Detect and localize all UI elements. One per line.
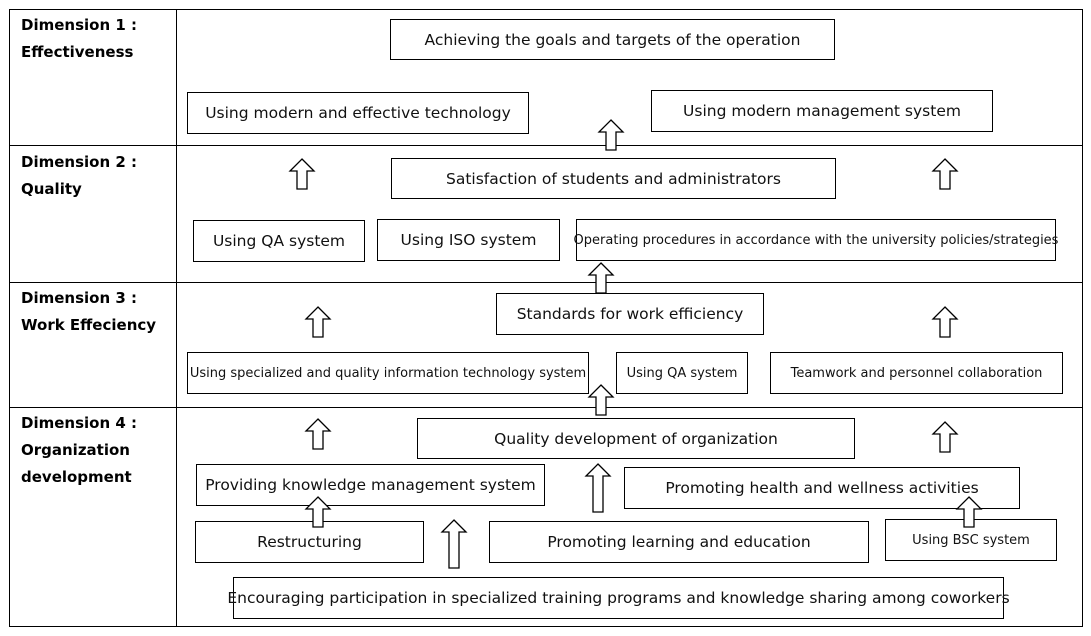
university-policies-box: Operating procedures in accordance with … [574,219,1058,261]
achieving-goals-box: Achieving the goals and targets of the o… [390,19,835,60]
table-border-right [1082,9,1083,627]
teamwork-box: Teamwork and personnel collaboration [770,352,1063,394]
up-arrow-icon [931,306,959,338]
dimension-name: Quality [21,180,82,198]
modern-management-box: Using modern management system [651,90,993,132]
dimension-title: Dimension 2 : [21,153,138,171]
up-arrow-icon [304,306,332,338]
row-divider-2 [9,282,1083,283]
quality-development-box: Quality development of organization [417,418,855,459]
dimension-name: Work Effeciency [21,316,157,334]
dimension-2-label: Dimension 2 : Quality [21,149,137,203]
dimension-name: development [21,468,132,486]
row-divider-1 [9,145,1083,146]
table-border-bottom [9,626,1083,627]
table-border-left [9,9,10,627]
up-arrow-icon [304,496,332,528]
up-arrow-icon [440,519,468,569]
up-arrow-icon [304,418,332,450]
up-arrow-icon [931,421,959,453]
dimension-title: Dimension 3 : [21,289,138,307]
dimension-4-label: Dimension 4 : Organization development [21,410,137,491]
modern-technology-box: Using modern and effective technology [187,92,529,134]
up-arrow-icon [597,119,625,151]
health-wellness-box: Promoting health and wellness activities [624,467,1020,509]
restructuring-box: Restructuring [195,521,424,563]
standards-efficiency-box: Standards for work efficiency [496,293,764,335]
learning-education-box: Promoting learning and education [489,521,869,563]
qa-system-efficiency-box: Using QA system [616,352,748,394]
iso-system-box: Using ISO system [377,219,560,261]
up-arrow-icon [955,496,983,528]
row-divider-3 [9,407,1083,408]
up-arrow-icon [584,463,612,513]
training-programs-box: Encouraging participation in specialized… [227,577,1010,619]
up-arrow-icon [587,384,615,416]
dimension-name: Organization [21,441,130,459]
table-border-top [9,9,1083,10]
column-divider [176,9,177,627]
dimension-title: Dimension 1 : [21,16,138,34]
qa-system-quality-box: Using QA system [193,220,365,262]
satisfaction-box: Satisfaction of students and administrat… [391,158,836,199]
up-arrow-icon [931,158,959,190]
dimension-name: Effectiveness [21,43,134,61]
dimension-3-label: Dimension 3 : Work Effeciency [21,285,156,339]
up-arrow-icon [288,158,316,190]
knowledge-management-box: Providing knowledge management system [196,464,545,506]
dimension-title: Dimension 4 : [21,414,138,432]
up-arrow-icon [587,262,615,294]
dimension-1-label: Dimension 1 : Effectiveness [21,12,137,66]
specialized-it-box: Using specialized and quality informatio… [187,352,589,394]
